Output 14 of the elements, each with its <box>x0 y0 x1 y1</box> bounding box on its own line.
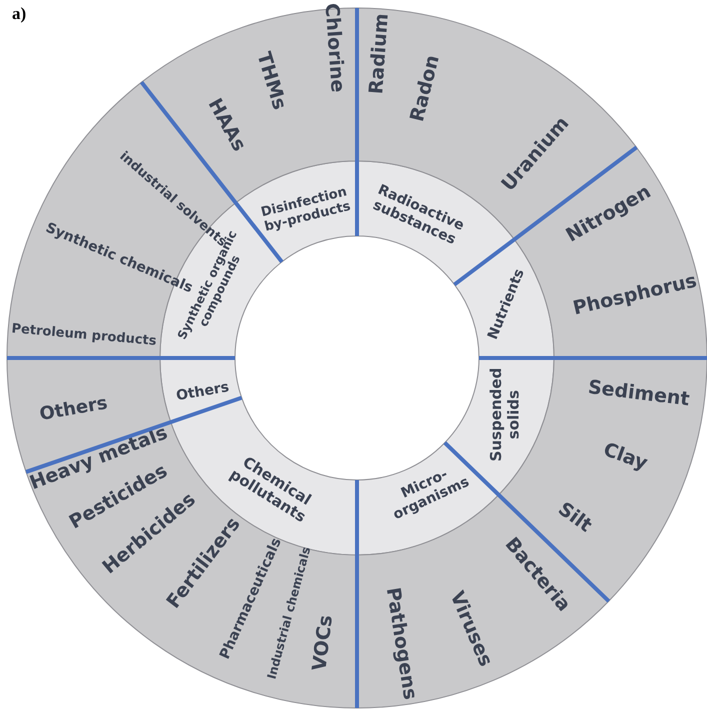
item-label: Silt <box>554 498 596 537</box>
item-label: Chlorine <box>320 2 349 94</box>
item-label: Sediment <box>586 376 691 410</box>
panel-label: a) <box>12 4 26 24</box>
item-label: Clay <box>600 438 650 474</box>
item-label: THMs <box>252 49 291 112</box>
item-label: Radon <box>406 52 444 124</box>
item-label: VOCs <box>308 614 337 672</box>
item-label: Petroleum products <box>10 321 158 349</box>
category-label: Suspended solids <box>487 368 522 462</box>
category-label: Others <box>174 379 230 404</box>
item-label: Others <box>38 392 110 426</box>
item-label: Radium <box>365 12 393 95</box>
item-label: Pathogens <box>382 586 422 702</box>
